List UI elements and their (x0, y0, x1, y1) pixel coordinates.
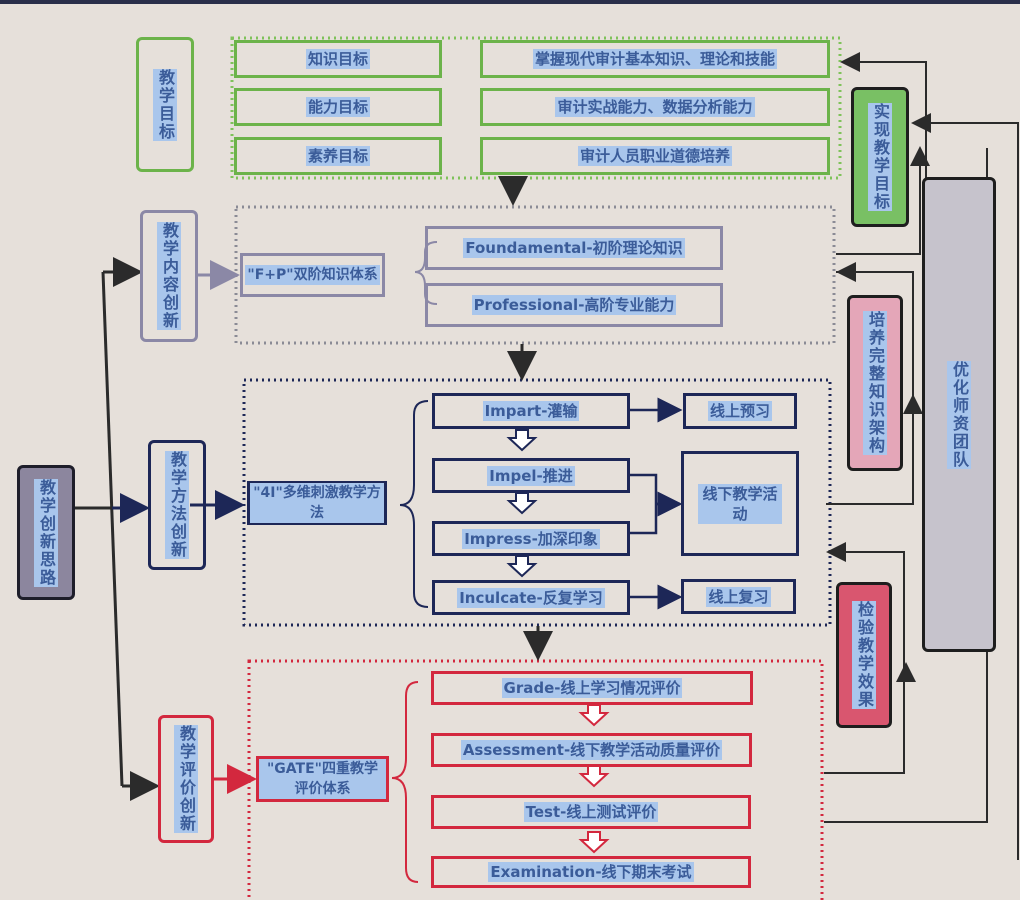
eval-item-2: Assessment-线下教学活动质量评价 (431, 733, 752, 767)
content-item-2: Professional-高阶专业能力 (425, 283, 723, 327)
goal-name-text: 素养目标 (305, 146, 370, 166)
goal-desc-text: 审计实战能力、数据分析能力 (555, 97, 755, 117)
result-knowledge: 培养完整知识架构 (847, 295, 903, 471)
method-item-2: Impel-推进 (432, 458, 630, 493)
method-item-text: Impress-加深印象 (462, 528, 600, 549)
content-system-text: "F+P"双阶知识体系 (245, 265, 380, 285)
method-item-3: Impress-加深印象 (432, 521, 630, 556)
eval-system: "GATE"四重教学评价体系 (256, 756, 389, 802)
goals-frame (230, 36, 842, 180)
method-item-text: Inculcate-反复学习 (457, 587, 605, 608)
content-label-box: 教学内容创新 (140, 210, 198, 342)
result-team-text: 优化师资团队 (947, 360, 971, 469)
goal-desc-text: 审计人员职业道德培养 (577, 146, 732, 166)
eval-frame (247, 659, 824, 900)
method-outcome-text: 线上复习 (706, 586, 771, 607)
content-item-text: Foundamental-初阶理论知识 (463, 238, 685, 258)
goals-label-box: 教学目标 (136, 37, 194, 172)
content-label: 教学内容创新 (157, 222, 181, 330)
root-node: 教学创新思路 (17, 465, 75, 600)
goals-label: 教学目标 (153, 68, 177, 141)
result-goal: 实现教学目标 (851, 87, 909, 227)
goal-name-3: 素养目标 (234, 137, 442, 175)
eval-label: 教学评价创新 (174, 725, 198, 833)
content-item-text: Professional-高阶专业能力 (471, 295, 677, 315)
method-system: "4I"多维刺激教学方法 (247, 481, 387, 525)
goal-desc-text: 掌握现代审计基本知识、理论和技能 (532, 49, 777, 69)
method-outcome-text: 线下教学活动 (698, 483, 782, 524)
method-system-text: "4I"多维刺激教学方法 (250, 483, 384, 523)
content-system: "F+P"双阶知识体系 (240, 253, 385, 297)
trunk-line (101, 271, 124, 787)
goal-name-2: 能力目标 (234, 88, 442, 126)
goal-name-1: 知识目标 (234, 40, 442, 78)
result-goal-text: 实现教学目标 (868, 103, 892, 211)
goal-desc-3: 审计人员职业道德培养 (480, 137, 830, 175)
method-label-box: 教学方法创新 (148, 440, 206, 570)
root-label: 教学创新思路 (34, 478, 58, 587)
eval-system-text: "GATE"四重教学评价体系 (259, 759, 386, 799)
method-item-4: Inculcate-反复学习 (432, 580, 630, 615)
method-outcome-3: 线上复习 (681, 579, 796, 614)
eval-label-box: 教学评价创新 (158, 715, 214, 843)
method-frame (242, 378, 832, 627)
content-item-1: Foundamental-初阶理论知识 (425, 226, 723, 270)
eval-item-text: Grade-线上学习情况评价 (501, 678, 683, 698)
method-label: 教学方法创新 (165, 451, 189, 559)
goal-desc-2: 审计实战能力、数据分析能力 (480, 88, 830, 126)
eval-item-1: Grade-线上学习情况评价 (431, 671, 753, 705)
eval-item-text: Test-线上测试评价 (523, 802, 659, 822)
method-item-text: Impel-推进 (487, 465, 575, 486)
goal-desc-1: 掌握现代审计基本知识、理论和技能 (480, 40, 830, 78)
result-team: 优化师资团队 (922, 177, 996, 652)
method-outcome-text: 线上预习 (707, 401, 772, 421)
method-item-1: Impart-灌输 (432, 393, 630, 429)
goal-name-text: 知识目标 (305, 49, 370, 69)
eval-item-3: Test-线上测试评价 (431, 795, 751, 829)
eval-item-text: Examination-线下期末考试 (488, 862, 694, 882)
result-verify-text: 检验教学效果 (852, 601, 876, 709)
result-verify: 检验教学效果 (836, 582, 892, 728)
result-knowledge-text: 培养完整知识架构 (863, 311, 887, 455)
method-outcome-2: 线下教学活动 (681, 451, 799, 556)
eval-item-4: Examination-线下期末考试 (431, 856, 751, 888)
hollow-arrows (506, 429, 538, 578)
goal-name-text: 能力目标 (305, 97, 370, 117)
method-item-text: Impart-灌输 (482, 401, 580, 421)
top-border (0, 0, 1020, 4)
method-outcome-1: 线上预习 (683, 393, 797, 429)
eval-item-text: Assessment-线下教学活动质量评价 (460, 740, 723, 760)
